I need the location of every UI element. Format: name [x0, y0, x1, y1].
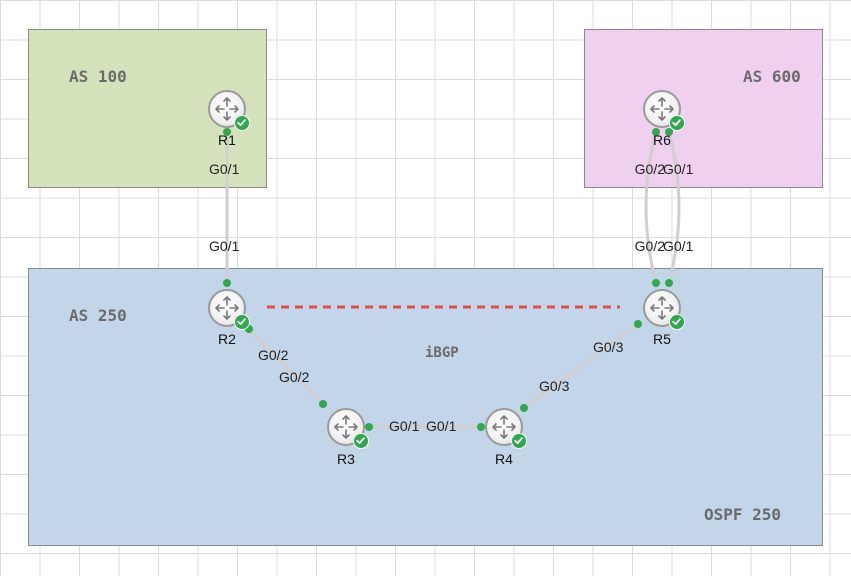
router-r1[interactable] — [208, 90, 250, 131]
iface-label-r5-g02: G0/2 — [634, 238, 665, 254]
region-as100-label: AS 100 — [69, 67, 127, 86]
status-ok-icon — [669, 314, 685, 330]
region-as600-label: AS 600 — [743, 67, 801, 86]
iface-label-r3-g02: G0/2 — [279, 369, 310, 385]
iface-label-r2-g01: G0/1 — [209, 238, 240, 254]
router-icon — [215, 97, 239, 121]
region-as250-label: AS 250 — [69, 306, 127, 325]
region-as600[interactable]: AS 600 — [584, 29, 823, 188]
router-icon — [215, 296, 239, 320]
router-r4[interactable] — [485, 408, 527, 449]
iface-label-r5-g01: G0/1 — [663, 238, 694, 254]
status-ok-icon — [511, 433, 527, 449]
iface-label-r5-g03: G0/3 — [593, 339, 624, 355]
status-ok-icon — [234, 115, 250, 131]
router-icon — [334, 415, 358, 439]
ibgp-label: iBGP — [425, 345, 459, 361]
router-r5[interactable] — [643, 289, 685, 330]
router-r6-label: R6 — [653, 132, 671, 148]
router-r6[interactable] — [643, 90, 685, 131]
router-r4-label: R4 — [495, 451, 513, 467]
status-ok-icon — [353, 433, 369, 449]
iface-label-r3-g01: G0/1 — [389, 418, 420, 434]
iface-label-r6-g01: G0/1 — [663, 161, 694, 177]
ospf-area-label: OSPF 250 — [704, 505, 782, 524]
router-icon — [650, 296, 674, 320]
status-ok-icon — [669, 115, 685, 131]
status-ok-icon — [234, 314, 250, 330]
iface-label-r1-g01: G0/1 — [209, 161, 240, 177]
router-icon — [492, 415, 516, 439]
region-as250[interactable]: AS 250 OSPF 250 — [28, 268, 823, 546]
iface-label-r4-g03: G0/3 — [539, 378, 570, 394]
router-r2-label: R2 — [218, 331, 236, 347]
router-r2[interactable] — [208, 289, 250, 330]
router-r1-label: R1 — [218, 132, 236, 148]
router-icon — [650, 97, 674, 121]
iface-label-r2-g02: G0/2 — [258, 347, 289, 363]
router-r3-label: R3 — [337, 451, 355, 467]
iface-label-r4-g01: G0/1 — [426, 418, 457, 434]
router-r3[interactable] — [327, 408, 369, 449]
iface-label-r6-g02: G0/2 — [634, 161, 665, 177]
router-r5-label: R5 — [653, 331, 671, 347]
